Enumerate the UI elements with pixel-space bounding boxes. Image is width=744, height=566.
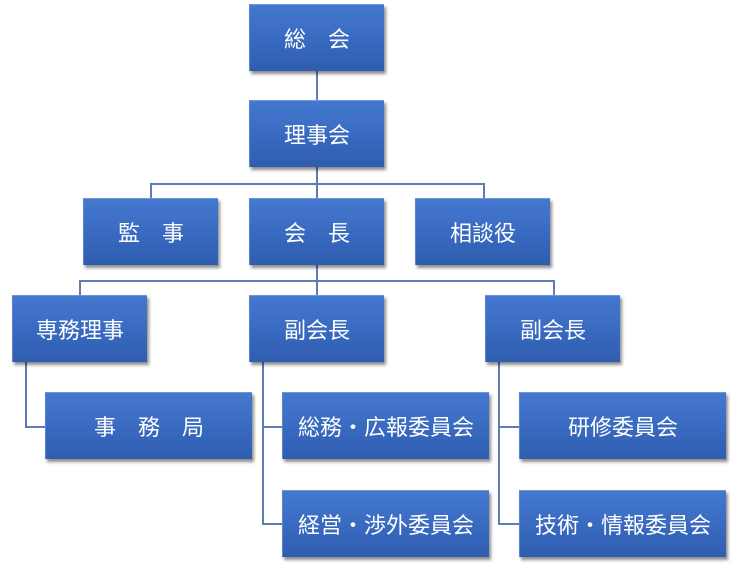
node-management-external-committee: 経営・渉外委員会 (282, 490, 489, 557)
node-advisor: 相談役 (415, 198, 550, 265)
connector-line (316, 183, 318, 198)
connector-line (262, 523, 282, 525)
connector-line (316, 280, 318, 295)
connector-line (25, 362, 27, 427)
connector-line (316, 265, 318, 280)
connector-line (316, 70, 318, 100)
node-vice-president-right: 副会長 (485, 295, 620, 362)
node-general-assembly: 総 会 (249, 4, 384, 71)
connector-line (262, 362, 264, 524)
node-secretariat: 事 務 局 (45, 392, 252, 459)
connector-line (316, 167, 318, 183)
node-president: 会 長 (249, 198, 384, 265)
node-training-committee: 研修委員会 (519, 392, 726, 459)
connector-line (483, 183, 485, 198)
node-general-pr-committee: 総務・広報委員会 (282, 392, 489, 459)
connector-line (498, 523, 519, 525)
node-vice-president-left: 副会長 (249, 295, 384, 362)
node-executive-director: 専務理事 (12, 295, 147, 362)
connector-line (553, 280, 555, 295)
connector-line (262, 426, 282, 428)
node-technology-info-committee: 技術・情報委員会 (519, 490, 726, 557)
connector-line (498, 362, 500, 524)
connector-line (498, 426, 519, 428)
node-board: 理事会 (249, 100, 384, 167)
node-auditor: 監 事 (83, 198, 218, 265)
connector-line (150, 183, 152, 198)
connector-line (25, 426, 45, 428)
connector-line (79, 280, 81, 295)
